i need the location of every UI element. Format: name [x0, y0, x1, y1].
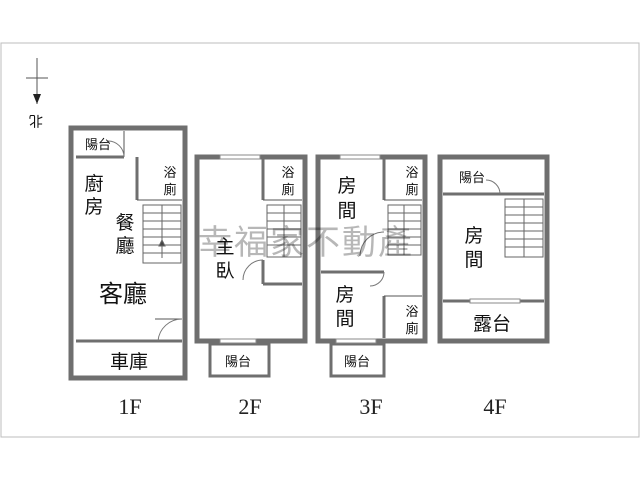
f3-room1-label-1: 房	[337, 175, 356, 197]
f3-bath2-label-2: 廁	[405, 321, 418, 337]
door-swing-icon	[485, 179, 501, 195]
f4-room-label-2: 間	[464, 249, 483, 271]
door-swing-icon	[107, 140, 125, 158]
f1-balcony-label: 陽台	[85, 138, 111, 153]
f2-master-label-1: 主	[215, 236, 234, 258]
f1-dining-label-2: 廳	[115, 235, 134, 257]
door-swing-icon	[242, 259, 264, 281]
plan-frame	[0, 42, 640, 438]
f2-balcony-outline	[208, 342, 271, 378]
f2-bath-label-1: 浴	[281, 166, 294, 181]
f3-balcony-outline	[329, 342, 386, 378]
watermark: 幸福家不動產	[198, 223, 414, 263]
window-icon	[219, 154, 261, 160]
f1-kitchen-label-2: 房	[84, 196, 103, 218]
window-icon	[469, 298, 521, 304]
f2-bath-label-2: 廁	[281, 182, 294, 198]
f4-balcony-label: 陽台	[459, 171, 485, 186]
f3-room1-label-2: 間	[337, 200, 356, 222]
f2-master-label-2: 臥	[215, 260, 234, 282]
f3-room2-label-1: 房	[335, 284, 354, 306]
f4-outline	[437, 154, 550, 344]
f3-bath1-label-1: 浴	[405, 166, 418, 181]
staircase-icon	[142, 204, 182, 264]
f3-room2-label-2: 間	[335, 308, 354, 330]
staircase-icon	[387, 204, 422, 256]
window-icon	[335, 338, 377, 344]
f3-bath1-label-2: 廁	[405, 182, 418, 198]
f1-bath-label-1: 浴	[163, 166, 176, 181]
f1-dining-label-1: 餐	[115, 212, 134, 234]
window-icon	[339, 154, 381, 160]
staircase-icon	[504, 198, 544, 258]
floor-label-3f: 3F	[359, 394, 382, 419]
floor-label-2f: 2F	[238, 394, 261, 419]
north-arrow-icon	[26, 58, 48, 104]
floor-1f: 陽台 廚 房 浴 廁 餐 廳 客廳 車庫	[68, 125, 188, 381]
f1-bath-label-2: 廁	[163, 182, 176, 198]
door-swing-icon	[359, 231, 385, 257]
f3-bath2-label-1: 浴	[405, 305, 418, 320]
f1-outline	[68, 125, 188, 381]
north-label: 北	[29, 112, 43, 128]
floor-label-1f: 1F	[118, 394, 141, 419]
f4-room-label-1: 房	[464, 225, 483, 247]
floor-label-4f: 4F	[483, 394, 506, 419]
f2-balcony-label: 陽台	[225, 355, 251, 370]
staircase-icon	[266, 204, 302, 258]
f3-balcony-label: 陽台	[344, 355, 370, 370]
f4-terrace-label: 露台	[473, 313, 511, 335]
f1-kitchen-label-1: 廚	[84, 172, 103, 195]
floor-2f: 浴 廁 主 臥 陽台	[194, 154, 308, 378]
floor-4f: 陽台 房 間 露台	[437, 154, 550, 344]
window-icon	[219, 338, 257, 344]
floor-3f: 房 間 浴 廁 房 間 浴 廁 陽台	[315, 154, 428, 378]
f1-living-label: 客廳	[99, 280, 147, 308]
door-swing-icon	[157, 318, 183, 342]
f1-garage-label: 車庫	[110, 351, 148, 373]
door-swing-icon	[369, 271, 385, 287]
